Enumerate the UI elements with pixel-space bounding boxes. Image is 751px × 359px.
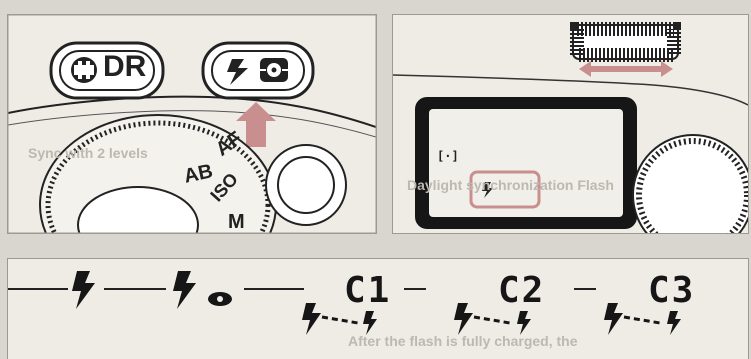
flash-redeye-icon	[173, 271, 232, 309]
drive-icon	[71, 57, 97, 83]
double-arrow-icon	[579, 61, 673, 77]
camera-top-illustration	[8, 15, 376, 233]
dr-button-label: DR	[103, 50, 146, 84]
mode-label-c3: C3	[648, 273, 695, 309]
flash-bolt-icon	[72, 271, 95, 309]
metering-icon	[260, 58, 288, 82]
flash-mode-button[interactable]	[203, 43, 313, 98]
rear-dial[interactable]	[633, 135, 748, 233]
lcd-illustration	[393, 15, 748, 233]
camera-top-panel: Sync with 2 levels	[7, 14, 377, 234]
round-button[interactable]	[266, 145, 346, 225]
command-dial[interactable]	[573, 25, 678, 59]
mode-label-c1: C1	[344, 273, 391, 309]
mode-label-c2: C2	[498, 273, 545, 309]
dial-label-m: M	[228, 211, 245, 234]
background-text: Sync with 2 levels	[28, 145, 148, 161]
lcd-indicator: [·]	[437, 149, 459, 163]
flash-modes-strip: After the flash is fully charged, the	[7, 258, 749, 359]
lcd-panel: Daylight synchronization Flash [·]	[392, 14, 749, 234]
background-text: Daylight synchronization Flash	[407, 177, 614, 193]
